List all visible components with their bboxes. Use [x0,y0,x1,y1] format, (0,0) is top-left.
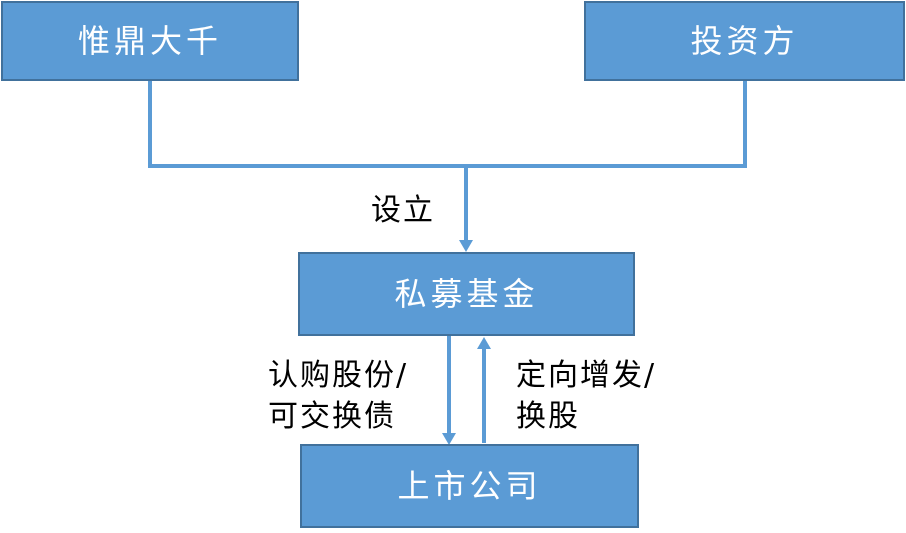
node-listed-company: 上市公司 [300,444,639,528]
edge-label-subscribe-line2: 可交换债 [268,398,396,434]
node-investor: 投资方 [584,1,905,81]
edge-label-establish: 设立 [371,191,435,232]
edge-label-subscribe: 认购股份/ 可交换债 [268,356,408,437]
node-listed-company-label: 上市公司 [397,467,542,505]
node-weiding: 惟鼎大千 [1,1,299,81]
node-investor-label: 投资方 [690,22,799,60]
edge-label-issue-line2: 换股 [516,398,580,434]
edge-label-establish-text: 设立 [371,193,435,228]
edge-label-issue: 定向增发/ 换股 [516,356,656,437]
node-fund: 私募基金 [298,252,635,336]
edge-label-issue-line1: 定向增发/ [516,358,657,393]
arrow-subscribe-head [442,433,456,445]
arrow-issue-head [477,337,491,349]
edge-label-subscribe-line1: 认购股份/ [268,358,409,393]
arrow-establish-head [459,240,473,252]
node-weiding-label: 惟鼎大千 [77,22,222,60]
node-fund-label: 私募基金 [394,275,539,313]
